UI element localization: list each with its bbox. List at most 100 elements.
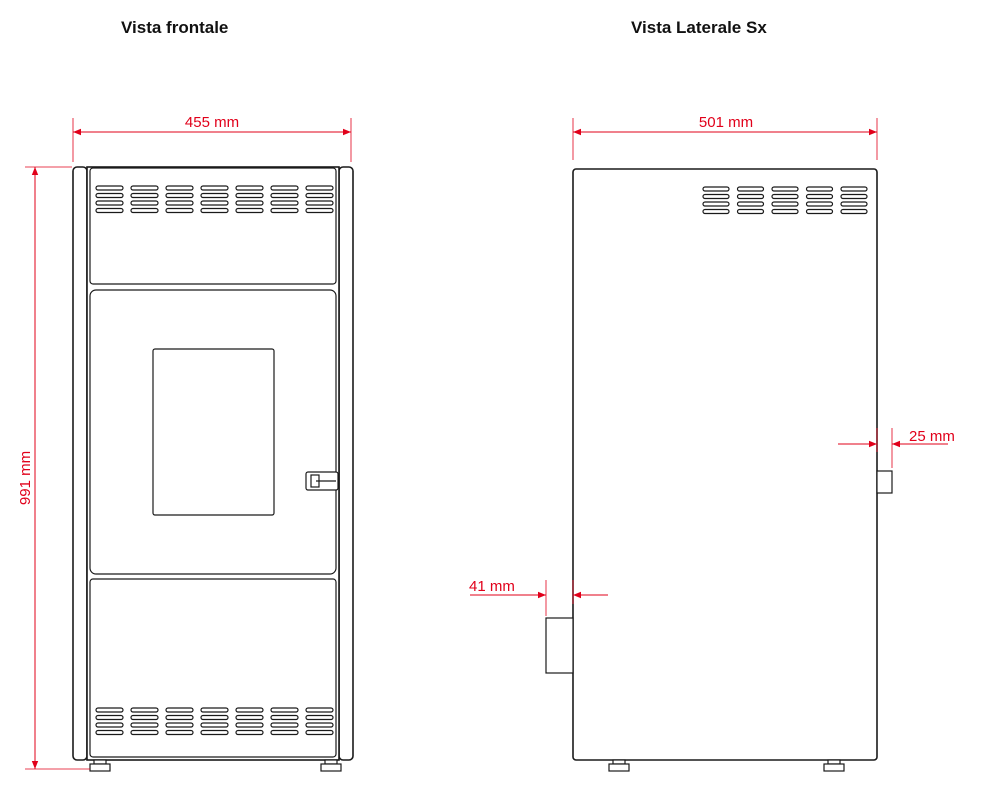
vent-slot <box>165 185 194 191</box>
vent-slot <box>805 193 834 200</box>
vent-slot <box>235 714 264 721</box>
front-view-title: Vista frontale <box>121 18 229 37</box>
side-foot-right <box>823 759 845 772</box>
vent-slot <box>165 707 194 713</box>
vent-slot <box>235 185 264 191</box>
vent-slot <box>130 200 159 206</box>
vent-slot-column <box>130 707 159 736</box>
vent-slot <box>305 722 334 728</box>
side-left-protrusion <box>545 617 574 674</box>
vent-slot <box>95 192 124 199</box>
vent-slot <box>270 722 299 728</box>
vent-slot-column <box>95 185 124 214</box>
vent-slot-column <box>840 186 868 215</box>
side-view <box>545 168 893 772</box>
vent-slot <box>305 707 334 713</box>
vent-slot <box>235 207 264 214</box>
vent-slot-column <box>736 186 765 215</box>
vent-slot <box>702 186 730 192</box>
vent-slot <box>702 201 730 207</box>
vent-slot-column <box>771 186 799 215</box>
vent-slot <box>165 722 194 728</box>
vent-slot <box>200 714 229 721</box>
front-height-dimension: 991 mm <box>17 166 90 770</box>
vent-slot <box>840 201 868 207</box>
vent-slot <box>130 207 159 214</box>
vent-slot-column <box>95 707 124 736</box>
vent-slot <box>200 207 229 214</box>
vent-slot <box>305 192 334 199</box>
vent-slot <box>235 722 264 728</box>
vent-slot <box>95 185 124 191</box>
vent-slot <box>130 707 159 713</box>
vent-slot <box>200 185 229 191</box>
vent-slot <box>200 722 229 728</box>
side-depth-dimension: 501 mm <box>572 114 878 160</box>
vent-slot <box>270 714 299 721</box>
front-right-rail <box>338 166 354 761</box>
vent-slot <box>130 185 159 191</box>
front-view <box>72 166 354 772</box>
front-foot-left <box>89 759 111 772</box>
side-handle-protrusion <box>876 470 893 494</box>
vent-slot <box>200 192 229 199</box>
vent-slot-column <box>130 185 159 214</box>
vent-slot <box>165 729 194 736</box>
front-top-vents <box>95 185 334 214</box>
vent-slot <box>805 186 834 192</box>
vent-slot <box>95 707 124 713</box>
vent-slot <box>305 714 334 721</box>
vent-slot-column <box>805 186 834 215</box>
front-width-dimension: 455 mm <box>72 114 352 162</box>
side-foot-left <box>608 759 630 772</box>
vent-slot <box>736 186 765 192</box>
vent-slot <box>95 200 124 206</box>
vent-slot <box>95 729 124 736</box>
vent-slot-column <box>270 185 299 214</box>
side-depth-label: 501 mm <box>699 114 753 131</box>
side-top-vents <box>702 186 868 215</box>
vent-slot <box>305 200 334 206</box>
vent-slot <box>702 208 730 215</box>
vent-slot <box>95 722 124 728</box>
vent-slot-column <box>235 185 264 214</box>
vent-slot <box>840 193 868 200</box>
vent-slot-column <box>235 707 264 736</box>
vent-slot <box>130 714 159 721</box>
front-foot-right <box>320 759 342 772</box>
vent-slot <box>235 192 264 199</box>
vent-slot <box>95 207 124 214</box>
vent-slot <box>805 208 834 215</box>
side-right-protrusion-dimension: 25 mm <box>838 428 955 468</box>
vent-slot <box>130 722 159 728</box>
vent-slot <box>165 192 194 199</box>
vent-slot <box>771 201 799 207</box>
vent-slot <box>736 193 765 200</box>
vent-slot <box>771 193 799 200</box>
vent-slot <box>305 207 334 214</box>
vent-slot <box>270 207 299 214</box>
vent-slot <box>771 208 799 215</box>
vent-slot-column <box>200 185 229 214</box>
vent-slot <box>736 208 765 215</box>
vent-slot <box>270 185 299 191</box>
side-left-protrusion-dimension: 41 mm <box>469 578 608 616</box>
vent-slot <box>165 200 194 206</box>
vent-slot <box>305 185 334 191</box>
vent-slot-column <box>702 186 730 215</box>
vent-slot <box>200 707 229 713</box>
vent-slot <box>840 208 868 215</box>
side-right-protrusion-label: 25 mm <box>909 428 955 445</box>
front-left-rail <box>72 166 88 761</box>
vent-slot-column <box>305 185 334 214</box>
front-door-glass <box>152 348 275 516</box>
vent-slot <box>235 200 264 206</box>
vent-slot-column <box>165 185 194 214</box>
vent-slot <box>95 714 124 721</box>
vent-slot <box>736 201 765 207</box>
vent-slot <box>702 193 730 200</box>
side-left-protrusion-label: 41 mm <box>469 578 515 595</box>
side-body <box>572 168 878 761</box>
vent-slot <box>270 707 299 713</box>
